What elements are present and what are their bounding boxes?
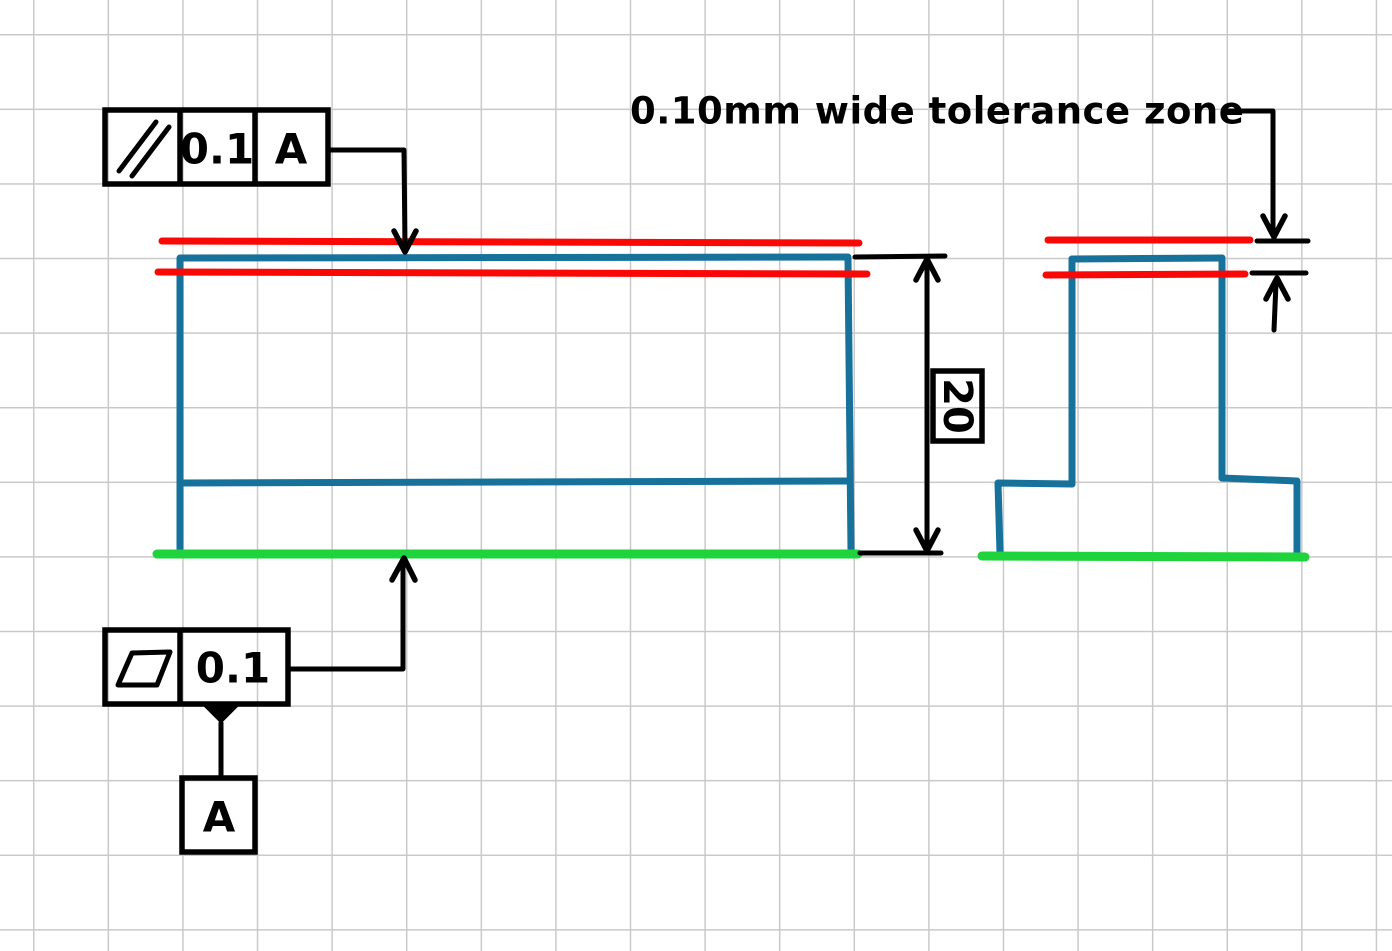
parallelism-datum-ref: A — [275, 125, 308, 174]
tolerance-zone-upper-line-front — [158, 237, 863, 247]
front-view-top-left-outline — [176, 253, 852, 557]
dimension-value-box — [930, 368, 985, 444]
parallelism-leader-arrowhead — [391, 228, 419, 255]
side-view-left-flange — [994, 479, 1076, 557]
datum-label: A — [203, 793, 236, 842]
datum-surface-line-side — [977, 551, 1310, 562]
datum-label-box — [179, 775, 258, 855]
flatness-fcf-frame — [102, 627, 291, 707]
flatness-tolerance-value: 0.1 — [196, 644, 270, 693]
height-dimension: 20 — [852, 253, 985, 556]
callout-arrowhead-down — [1260, 213, 1288, 240]
flatness-fcf: 0.1 — [102, 627, 291, 707]
side-view-top-edge — [1068, 254, 1226, 263]
side-view-right-flange — [1218, 474, 1301, 557]
parallelism-leader — [327, 147, 419, 255]
parallelism-fcf-frame — [102, 107, 331, 187]
datum-triangle-icon — [202, 704, 240, 724]
tolerance-zone-callout: 0.10mm wide tolerance zone — [630, 90, 1311, 333]
dimension-extension-tick-top — [852, 253, 948, 260]
front-view — [176, 253, 855, 557]
front-view-right-edge — [844, 255, 855, 555]
parallelism-fcf: 0.1 A — [102, 107, 331, 187]
flatness-icon — [115, 649, 173, 688]
dimension-arrowhead-top — [913, 256, 941, 283]
datum-feature-symbol: A — [179, 704, 258, 855]
tolerance-zone-lower-line-front — [154, 268, 871, 278]
dimension-arrowhead-bottom — [913, 527, 941, 554]
side-view — [994, 254, 1301, 557]
front-view-step-edge — [177, 477, 852, 487]
zone-arrowhead-up — [1263, 275, 1291, 302]
flatness-leader — [287, 555, 418, 672]
parallelism-icon — [116, 119, 172, 179]
tolerance-zone-label: 0.10mm wide tolerance zone — [630, 90, 1244, 133]
flatness-leader-arrowhead — [389, 555, 418, 583]
dimension-value: 20 — [934, 378, 980, 434]
parallelism-tolerance-value: 0.1 — [180, 125, 254, 174]
callout-leader — [1224, 108, 1276, 235]
zone-arrow-up-stem — [1271, 280, 1279, 333]
tolerance-zone-lower-line-side — [1042, 270, 1249, 279]
